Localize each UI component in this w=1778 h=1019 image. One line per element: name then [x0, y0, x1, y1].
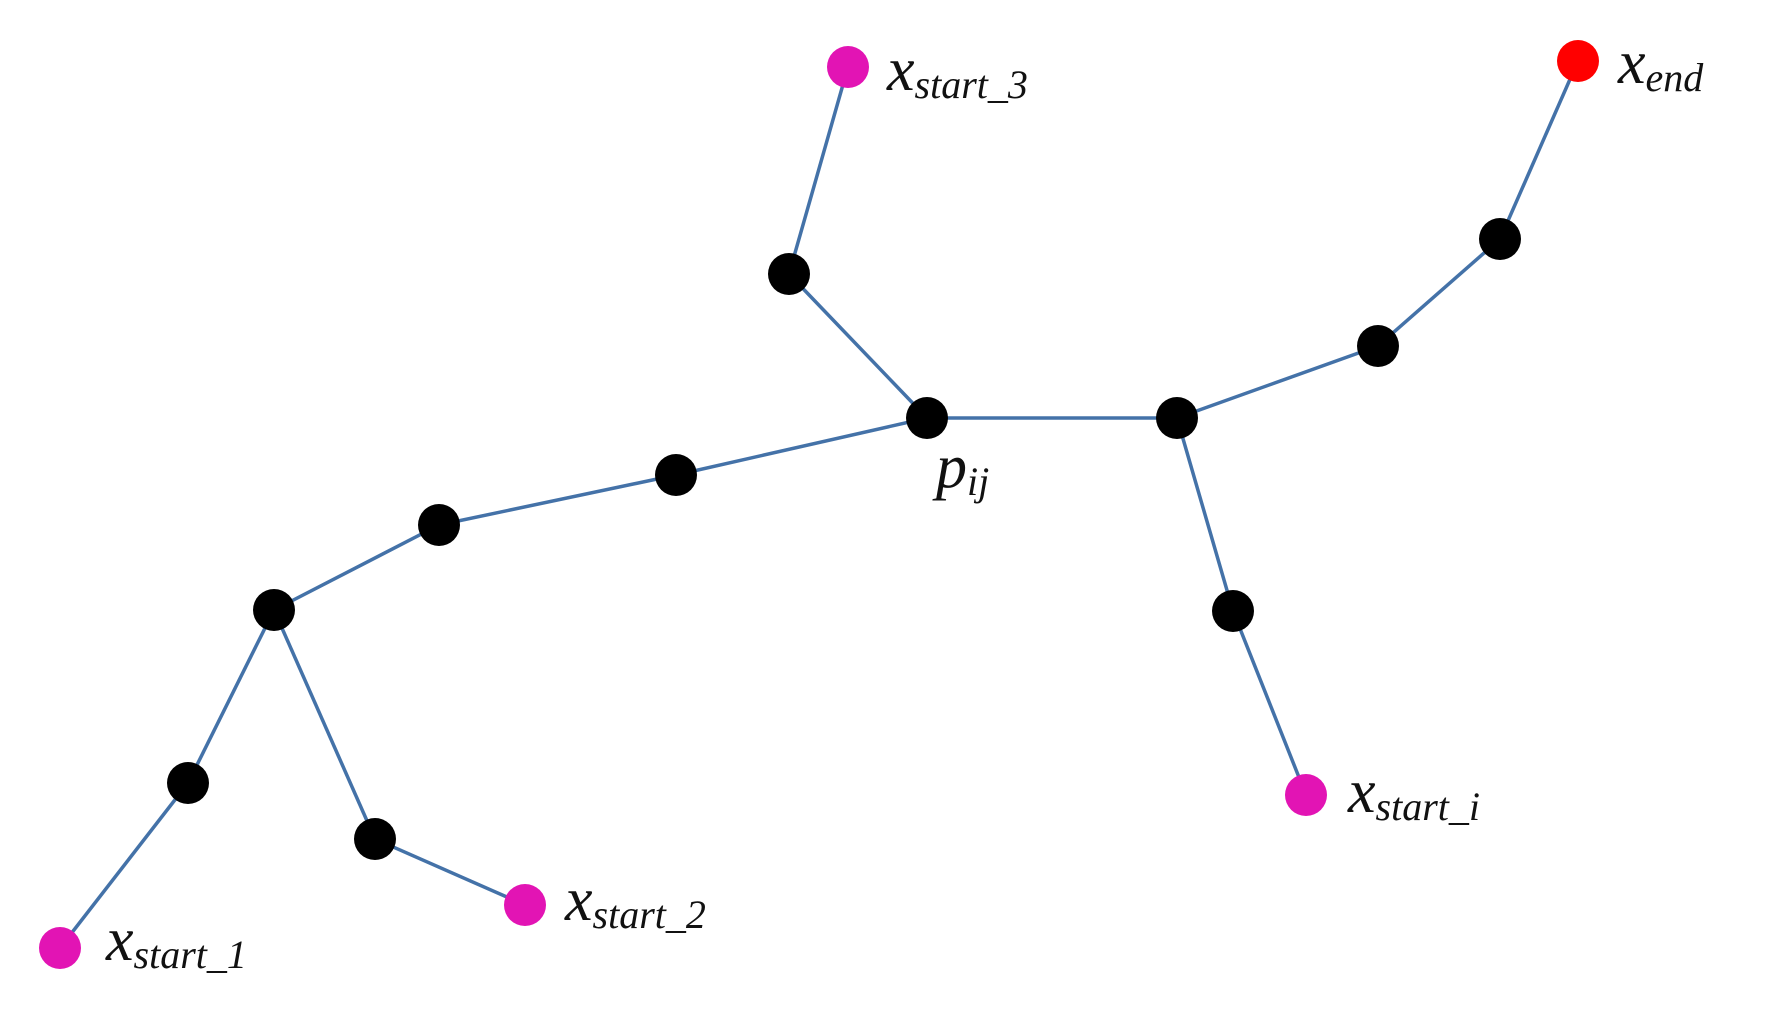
- edge-i-j: [1376, 237, 1502, 348]
- junction-node-pij: [906, 397, 948, 439]
- start-node-3: [827, 46, 869, 88]
- path-node: [1357, 325, 1399, 367]
- path-node: [1212, 590, 1254, 632]
- path-node: [655, 454, 697, 496]
- path-node: [768, 253, 810, 295]
- junction-node: [1156, 397, 1198, 439]
- edge-a-b: [186, 609, 276, 784]
- start-node-1: [39, 927, 81, 969]
- label-p-ij: pij: [932, 433, 989, 504]
- label-x-end: xend: [1617, 29, 1704, 100]
- end-node: [1557, 40, 1599, 82]
- edge-start2-c: [374, 837, 526, 907]
- edge-h-g: [1175, 417, 1235, 612]
- labels: xstart_1 xstart_2 xstart_3 xstart_i xend…: [105, 29, 1704, 977]
- nodes: [39, 40, 1599, 969]
- edge-f-pij: [787, 272, 929, 420]
- label-x-start-3: xstart_3: [886, 36, 1028, 107]
- edge-e-pij: [675, 416, 928, 477]
- edge-starti-h: [1231, 610, 1308, 796]
- edge-c-b: [272, 609, 377, 840]
- edge-start3-f: [787, 66, 850, 275]
- path-node: [167, 762, 209, 804]
- edge-d-e: [438, 473, 677, 527]
- label-x-start-i: xstart_i: [1347, 758, 1480, 829]
- edge-j-end: [1498, 60, 1580, 240]
- path-node: [253, 589, 295, 631]
- path-node: [418, 504, 460, 546]
- edge-g-i: [1176, 344, 1379, 420]
- start-node-2: [504, 884, 546, 926]
- label-x-start-1: xstart_1: [105, 906, 247, 977]
- edge-b-d: [273, 523, 440, 612]
- edge-start1-a: [58, 781, 190, 950]
- edges: [58, 60, 1580, 950]
- label-x-start-2: xstart_2: [564, 866, 706, 937]
- path-node: [1479, 218, 1521, 260]
- path-node: [354, 818, 396, 860]
- start-node-i: [1285, 774, 1327, 816]
